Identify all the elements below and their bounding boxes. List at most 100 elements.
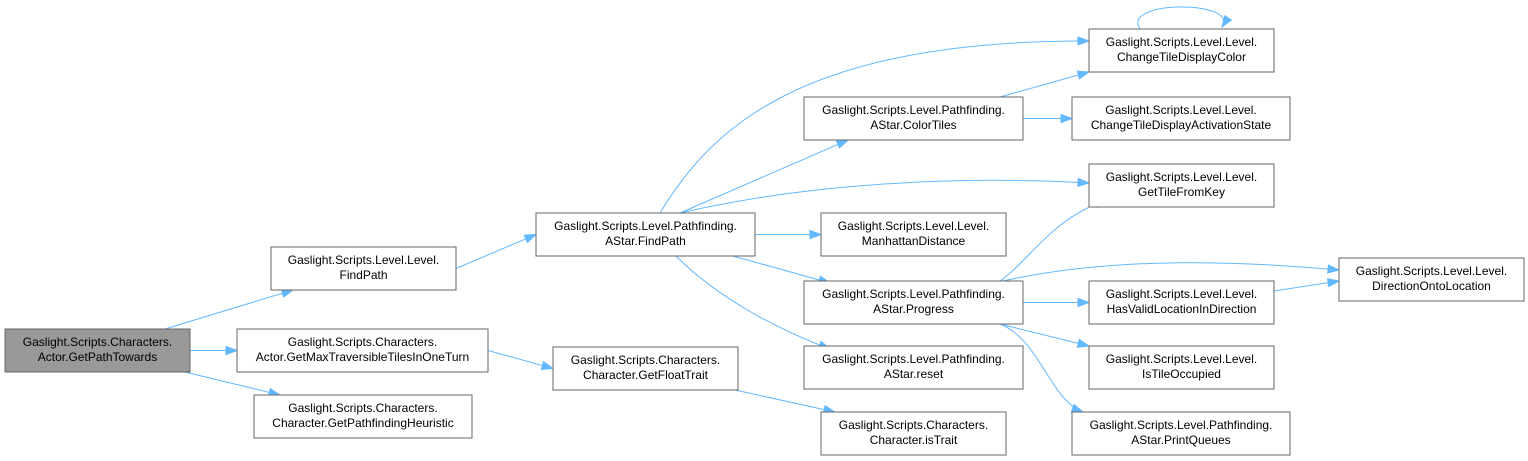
edge-root-to-char_getheur (184, 371, 282, 397)
node-label-line: Actor.GetPathTowards (38, 350, 157, 364)
edge-line (675, 255, 831, 350)
node-box[interactable] (1088, 28, 1275, 73)
arrow-head (1221, 14, 1233, 29)
node-label-line: Gaslight.Scripts.Level.Level. (1105, 103, 1256, 117)
edge-line (999, 323, 1090, 347)
edge-astar_progress-to-level_gettile (999, 199, 1108, 282)
node-box[interactable] (4, 328, 191, 373)
node-label-line: ChangeTileDisplayColor (1117, 50, 1246, 64)
arrow-head (1076, 338, 1091, 348)
node-box[interactable] (1088, 345, 1275, 390)
node-box[interactable] (1088, 280, 1275, 325)
node-box[interactable] (803, 96, 1024, 141)
node-label-line: HasValidLocationInDirection (1107, 302, 1257, 316)
node-level-manhattan[interactable]: Gaslight.Scripts.Level.Level.ManhattanDi… (820, 212, 1007, 257)
node-label-line: DirectionOntoLocation (1372, 279, 1491, 293)
arrow-head (540, 360, 555, 370)
edge-line (1002, 262, 1340, 282)
node-box[interactable] (535, 212, 756, 257)
node-label-line: AStar.Progress (873, 302, 954, 316)
node-label-line: GetTileFromKey (1138, 185, 1225, 199)
arrow-head (1077, 177, 1091, 188)
edge-astar_findpath-to-level_gettile (679, 177, 1091, 214)
arrow-head (523, 233, 538, 244)
node-label-line: Gaslight.Scripts.Level.Pathfinding. (822, 103, 1005, 117)
arrow-head (1076, 70, 1091, 80)
arrow-head (1326, 278, 1341, 288)
node-label-line: Gaslight.Scripts.Level.Level. (288, 253, 439, 267)
node-level-changecolor[interactable]: Gaslight.Scripts.Level.Level.ChangeTileD… (1088, 28, 1275, 73)
node-char-istrait[interactable]: Gaslight.Scripts.Characters.Character.is… (820, 411, 1007, 456)
node-astar-findpath[interactable]: Gaslight.Scripts.Level.Pathfinding.AStar… (535, 212, 756, 257)
arrow-head (835, 139, 850, 149)
edge-line (732, 255, 831, 284)
node-label-line: Gaslight.Scripts.Level.Level. (1356, 264, 1507, 278)
node-box[interactable] (270, 246, 457, 291)
edge-astar_findpath-to-astar_colortiles (679, 139, 850, 214)
edge-line (659, 40, 1090, 214)
node-box[interactable] (1071, 411, 1291, 456)
node-label-line: Gaslight.Scripts.Level.Level. (1106, 352, 1257, 366)
node-label-line: Gaslight.Scripts.Level.Level. (1106, 35, 1257, 49)
node-label-line: FindPath (339, 268, 387, 282)
node-char-getheur[interactable]: Gaslight.Scripts.Characters.Character.Ge… (253, 394, 473, 439)
arrow-head (1327, 264, 1341, 274)
edge-astar_progress-to-level_istileocc (999, 323, 1091, 348)
node-astar-reset[interactable]: Gaslight.Scripts.Level.Pathfinding.AStar… (803, 345, 1024, 390)
node-box[interactable] (236, 328, 489, 373)
node-label-line: Gaslight.Scripts.Level.Level. (1106, 170, 1257, 184)
edge-line (999, 323, 1084, 413)
node-box[interactable] (820, 212, 1007, 257)
node-label-line: Character.GetPathfindingHeuristic (272, 416, 453, 430)
edge-level_findpath-to-astar_findpath (455, 233, 538, 269)
node-level-changeactivation[interactable]: Gaslight.Scripts.Level.Level.ChangeTileD… (1071, 96, 1291, 141)
node-box[interactable] (803, 280, 1024, 325)
node-label-line: Gaslight.Scripts.Characters. (571, 353, 720, 367)
edge-astar_colortiles-to-level_changeactivation (1023, 113, 1074, 124)
arrow-head (1060, 113, 1074, 124)
edge-line (455, 234, 537, 269)
arrow-head (225, 345, 239, 356)
node-box[interactable] (1338, 257, 1525, 302)
node-label-line: Gaslight.Scripts.Characters. (23, 335, 172, 349)
edge-astar_progress-to-level_hasvalid (1023, 297, 1091, 308)
node-label-line: Gaslight.Scripts.Characters. (288, 401, 437, 415)
node-label-line: ManhattanDistance (862, 234, 966, 248)
node-label-line: AStar.FindPath (605, 234, 686, 248)
edge-astar_colortiles-to-level_changecolor (999, 70, 1091, 98)
node-level-findpath[interactable]: Gaslight.Scripts.Level.Level.FindPath (270, 246, 457, 291)
node-level-gettile[interactable]: Gaslight.Scripts.Level.Level.GetTileFrom… (1088, 163, 1275, 208)
edge-line (184, 371, 281, 396)
node-char-getfloat[interactable]: Gaslight.Scripts.Characters.Character.Ge… (552, 346, 739, 391)
edge-char_getfloat-to-char_istrait (734, 389, 837, 415)
node-box[interactable] (1071, 96, 1291, 141)
node-box[interactable] (820, 411, 1007, 456)
edge-astar_findpath-to-level_manhattan (755, 229, 823, 240)
node-label-line: AStar.reset (884, 367, 944, 381)
node-label-line: Gaslight.Scripts.Level.Pathfinding. (554, 219, 737, 233)
node-level-direction[interactable]: Gaslight.Scripts.Level.Level.DirectionOn… (1338, 257, 1525, 302)
edge-actor_getmax-to-char_getfloat (487, 350, 555, 370)
node-label-line: Character.isTrait (870, 433, 958, 447)
edge-level_hasvalid-to-level_direction (1273, 278, 1341, 292)
node-box[interactable] (1088, 163, 1275, 208)
node-root[interactable]: Gaslight.Scripts.Characters.Actor.GetPat… (4, 328, 191, 373)
arrow-head (1077, 36, 1091, 46)
node-box[interactable] (803, 345, 1024, 390)
edge-line (999, 71, 1090, 98)
arrow-head (280, 288, 295, 298)
node-astar-progress[interactable]: Gaslight.Scripts.Level.Pathfinding.AStar… (803, 280, 1024, 325)
edge-line (734, 389, 836, 413)
edge-root-to-actor_getmax (190, 345, 239, 356)
node-astar-colortiles[interactable]: Gaslight.Scripts.Level.Pathfinding.AStar… (803, 96, 1024, 141)
node-box[interactable] (552, 346, 739, 391)
node-level-hasvalid[interactable]: Gaslight.Scripts.Level.Level.HasValidLoc… (1088, 280, 1275, 325)
edge-line (164, 289, 294, 330)
node-box[interactable] (253, 394, 473, 439)
node-actor-getmax[interactable]: Gaslight.Scripts.Characters.Actor.GetMax… (236, 328, 489, 373)
node-level-istileocc[interactable]: Gaslight.Scripts.Level.Level.IsTileOccup… (1088, 345, 1275, 390)
node-astar-printqueues[interactable]: Gaslight.Scripts.Level.Pathfinding.AStar… (1071, 411, 1291, 456)
edge-layer (164, 6, 1341, 415)
edge-level_changecolor-to-level_changecolor (1137, 6, 1233, 30)
